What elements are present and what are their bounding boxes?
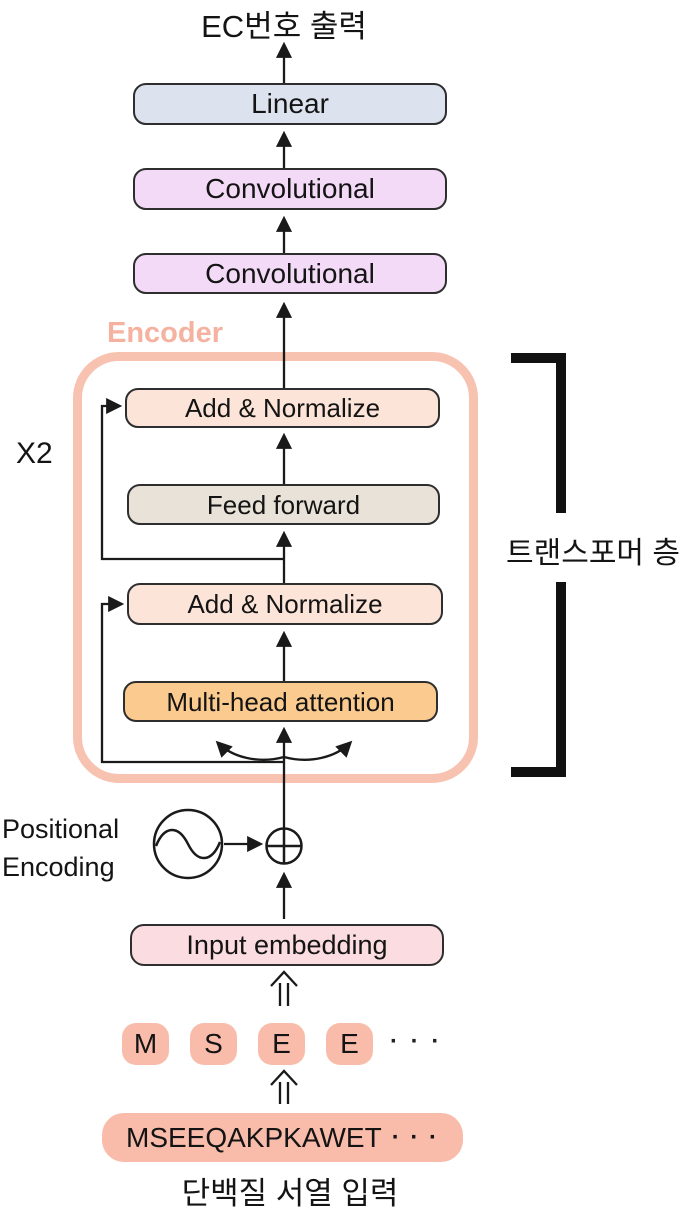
add-normalize-box-bottom: Add & Normalize [127, 583, 443, 625]
encoder-multiplier-label: X2 [16, 437, 53, 470]
protein-sequence-text: MSEEQAKPKAWET [126, 1121, 382, 1153]
convolutional-layer-box-1: Convolutional [133, 168, 447, 210]
double-arrow-sequence-to-tokens [270, 1069, 298, 1104]
token-box-2: S [190, 1023, 237, 1065]
feed-forward-box: Feed forward [127, 484, 440, 525]
input-title: 단백질 서열 입력 [181, 1176, 399, 1211]
encoder-frame [73, 352, 478, 783]
multi-head-attention-box: Multi-head attention [123, 681, 438, 722]
double-arrow-tokens-to-embedding [270, 970, 298, 1006]
linear-layer-box: Linear [133, 83, 447, 125]
convolutional-layer-box-2: Convolutional [133, 253, 447, 294]
sine-wave-icon [152, 808, 224, 880]
input-embedding-box: Input embedding [130, 924, 444, 966]
add-normalize-box-top: Add & Normalize [125, 388, 440, 428]
token-box-3: E [258, 1023, 305, 1065]
encoder-label: Encoder [107, 317, 224, 349]
protein-sequence-ellipsis: · · · [391, 1123, 439, 1151]
token-box-4: E [326, 1023, 373, 1065]
protein-sequence-box: MSEEQAKPKAWET · · · [102, 1113, 463, 1162]
positional-encoding-label: Positional Encoding [2, 810, 119, 886]
transformer-layer-bracket-label: 트랜스포머 층 [506, 537, 680, 570]
circle-plus-icon [265, 827, 303, 865]
positional-encoding-label-line1: Positional [2, 814, 120, 844]
positional-encoding-label-line2: Encoding [2, 852, 115, 882]
token-box-1: M [122, 1023, 169, 1065]
token-ellipsis: · · · [390, 1028, 443, 1055]
output-title: EC번호 출력 [201, 9, 367, 44]
